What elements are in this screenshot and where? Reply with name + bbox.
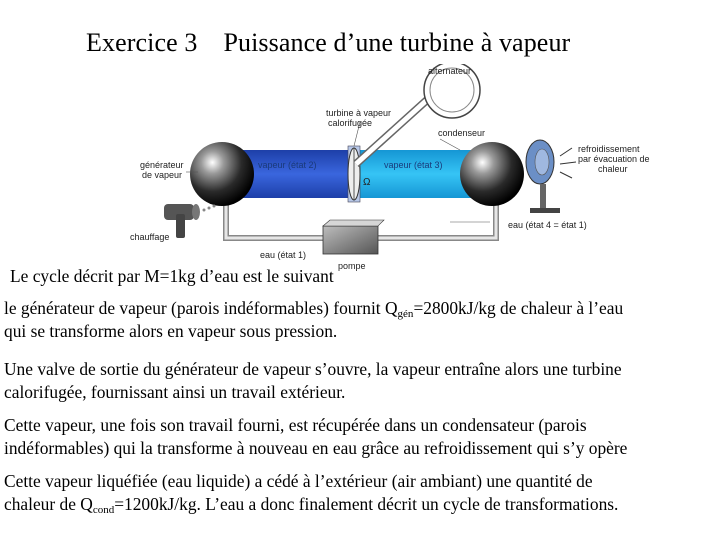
steam-generator-sphere — [190, 142, 254, 206]
steam-cycle-diagram: Ω alternateur turbine à v — [130, 64, 650, 271]
page-title: Exercice 3 Puissance d’une turbine à vape… — [86, 28, 570, 58]
condenser-sphere — [460, 142, 524, 206]
turbine — [347, 145, 361, 203]
paragraph-line: Une valve de sortie du générateur de vap… — [4, 359, 622, 379]
paragraph-turbine: Une valve de sortie du générateur de vap… — [4, 358, 720, 404]
paragraph-line: Cette vapeur, une fois son travail fourn… — [4, 415, 587, 435]
label-pompe: pompe — [338, 261, 366, 271]
paragraph-heat-release: Cette vapeur liquéfiée (eau liquide) a c… — [4, 470, 720, 516]
label-alternateur: alternateur — [428, 66, 471, 76]
label-condenseur: condenseur — [438, 128, 485, 138]
label-eau-etat1: eau (état 1) — [260, 250, 306, 260]
heater-dryer — [164, 204, 200, 238]
heat-flow-dots — [202, 204, 216, 212]
label-vapeur-etat3: vapeur (état 3) — [384, 160, 443, 170]
paragraph-line: le générateur de vapeur (parois indéform… — [4, 298, 624, 320]
label-generateur-1: générateur — [140, 160, 184, 170]
label-turbine-2: calorifugée — [328, 118, 372, 128]
paragraph-generator: le générateur de vapeur (parois indéform… — [4, 297, 720, 343]
paragraph-line: chaleur de Qcond=1200kJ/kg. L’eau a donc… — [4, 494, 619, 516]
paragraph-line: qui se transforme alors en vapeur sous p… — [4, 321, 338, 341]
exercise-subject: Puissance d’une turbine à vapeur — [223, 28, 571, 57]
label-refroidissement-2: par évacuation de — [578, 154, 650, 164]
turbine-shaft — [353, 87, 441, 167]
alternator — [423, 64, 481, 119]
subscript-gen: gén — [397, 308, 414, 320]
paragraph-line: indéformables) qui la transforme à nouve… — [4, 438, 628, 458]
paragraph-condenser: Cette vapeur, une fois son travail fourn… — [4, 414, 720, 460]
label-turbine-1: turbine à vapeur — [326, 108, 391, 118]
label-refroidissement-3: chaleur — [598, 164, 628, 174]
label-eau-etat4: eau (état 4 = état 1) — [508, 220, 587, 230]
label-vapeur-etat2: vapeur (état 2) — [258, 160, 317, 170]
subscript-cond: cond — [92, 504, 115, 516]
pump — [322, 219, 385, 255]
exercise-number: Exercice 3 — [86, 28, 198, 57]
cooling-fan — [525, 139, 560, 213]
cooling-arrows — [559, 147, 577, 179]
paragraph-line: calorifugée, fournissant ainsi un travai… — [4, 382, 346, 402]
omega-label: Ω — [363, 177, 371, 188]
label-generateur-2: de vapeur — [142, 170, 182, 180]
label-chauffage: chauffage — [130, 232, 169, 242]
label-refroidissement-1: refroidissement — [578, 144, 640, 154]
paragraph-line: Cette vapeur liquéfiée (eau liquide) a c… — [4, 471, 593, 491]
intro-text: Le cycle décrit par M=1kg d’eau est le s… — [10, 266, 334, 286]
leader-lines — [186, 121, 490, 223]
